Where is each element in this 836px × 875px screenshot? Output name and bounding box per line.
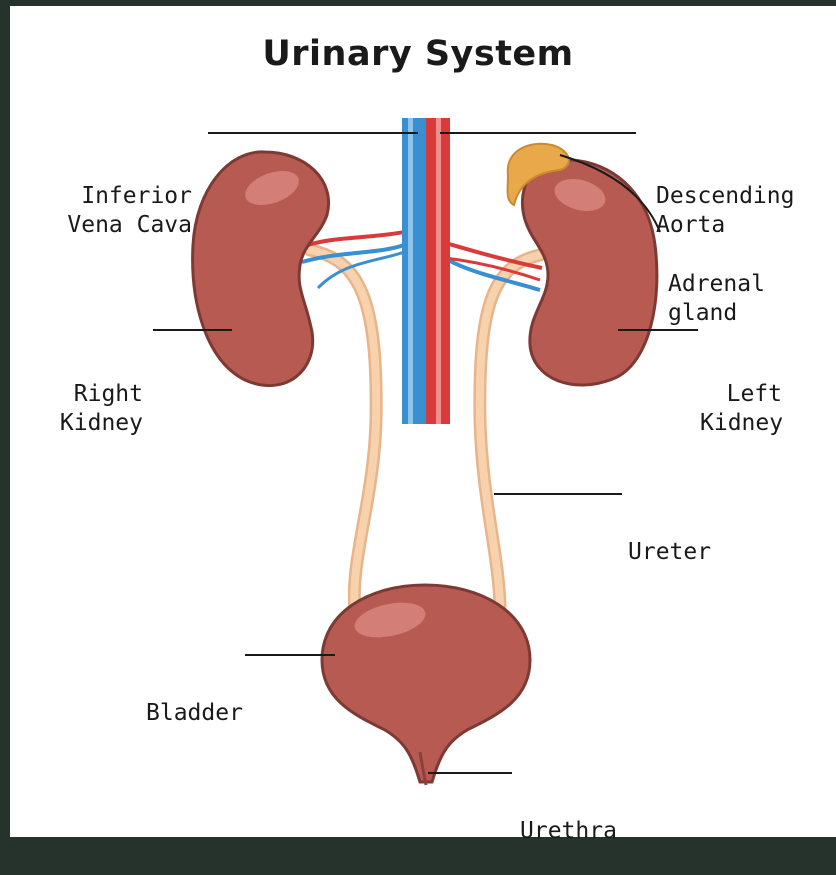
label-bladder: Bladder bbox=[146, 641, 243, 757]
label-ureter: Ureter bbox=[628, 480, 711, 596]
great-vessels bbox=[402, 118, 450, 424]
left-kidney bbox=[522, 159, 656, 385]
right-kidney bbox=[193, 152, 329, 386]
label-urethra: Urethra bbox=[520, 759, 617, 875]
bladder bbox=[322, 585, 530, 785]
diagram-title: Urinary System bbox=[0, 34, 836, 74]
